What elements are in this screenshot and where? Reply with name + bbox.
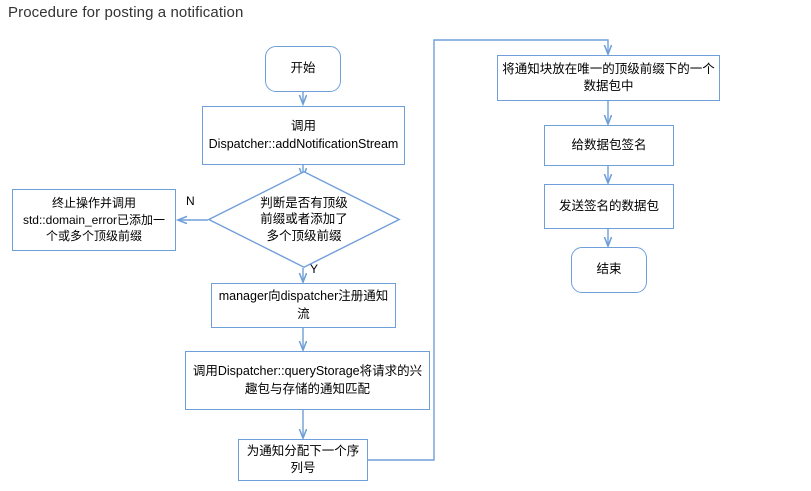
node-start-label: 开始	[290, 61, 316, 76]
node-query-storage[interactable]: 调用Dispatcher::queryStorage将请求的兴趣包与存储的通知匹…	[185, 351, 430, 410]
page-title: Procedure for posting a notification	[8, 4, 244, 21]
node-add-notification-stream-label: 调用 Dispatcher::addNotificationStream	[208, 119, 399, 151]
node-abort-domain-error-label: 终止操作并调用std::domain_error已添加一个或多个顶级前缀	[22, 196, 166, 244]
node-query-storage-label: 调用Dispatcher::queryStorage将请求的兴趣包与存储的通知匹…	[192, 364, 423, 396]
node-register-notification-stream[interactable]: manager向dispatcher注册通知流	[211, 283, 396, 328]
decision-diamond-shape	[207, 171, 401, 268]
node-put-notification-in-data-label: 将通知块放在唯一的顶级前缀下的一个数据包中	[502, 61, 715, 93]
node-assign-sequence-number[interactable]: 为通知分配下一个序列号	[238, 439, 368, 481]
node-end[interactable]: 结束	[571, 247, 647, 293]
node-end-label: 结束	[596, 262, 622, 277]
node-assign-sequence-number-label: 为通知分配下一个序列号	[246, 443, 360, 475]
node-register-notification-stream-label: manager向dispatcher注册通知流	[218, 289, 389, 321]
node-sign-data-packet-label: 给数据包签名	[571, 137, 647, 152]
node-decision-toplevel-prefix[interactable]: 判断是否有顶级前缀或者添加了多个顶级前缀	[207, 171, 401, 268]
node-send-signed-data[interactable]: 发送签名的数据包	[544, 184, 674, 229]
edge-label-no: N	[186, 194, 195, 208]
node-sign-data-packet[interactable]: 给数据包签名	[544, 125, 674, 166]
node-add-notification-stream[interactable]: 调用 Dispatcher::addNotificationStream	[202, 106, 405, 165]
node-send-signed-data-label: 发送签名的数据包	[558, 198, 659, 213]
node-put-notification-in-data[interactable]: 将通知块放在唯一的顶级前缀下的一个数据包中	[497, 55, 720, 101]
node-start[interactable]: 开始	[265, 46, 341, 92]
edge-label-yes: Y	[310, 262, 319, 276]
node-abort-domain-error[interactable]: 终止操作并调用std::domain_error已添加一个或多个顶级前缀	[12, 189, 176, 251]
